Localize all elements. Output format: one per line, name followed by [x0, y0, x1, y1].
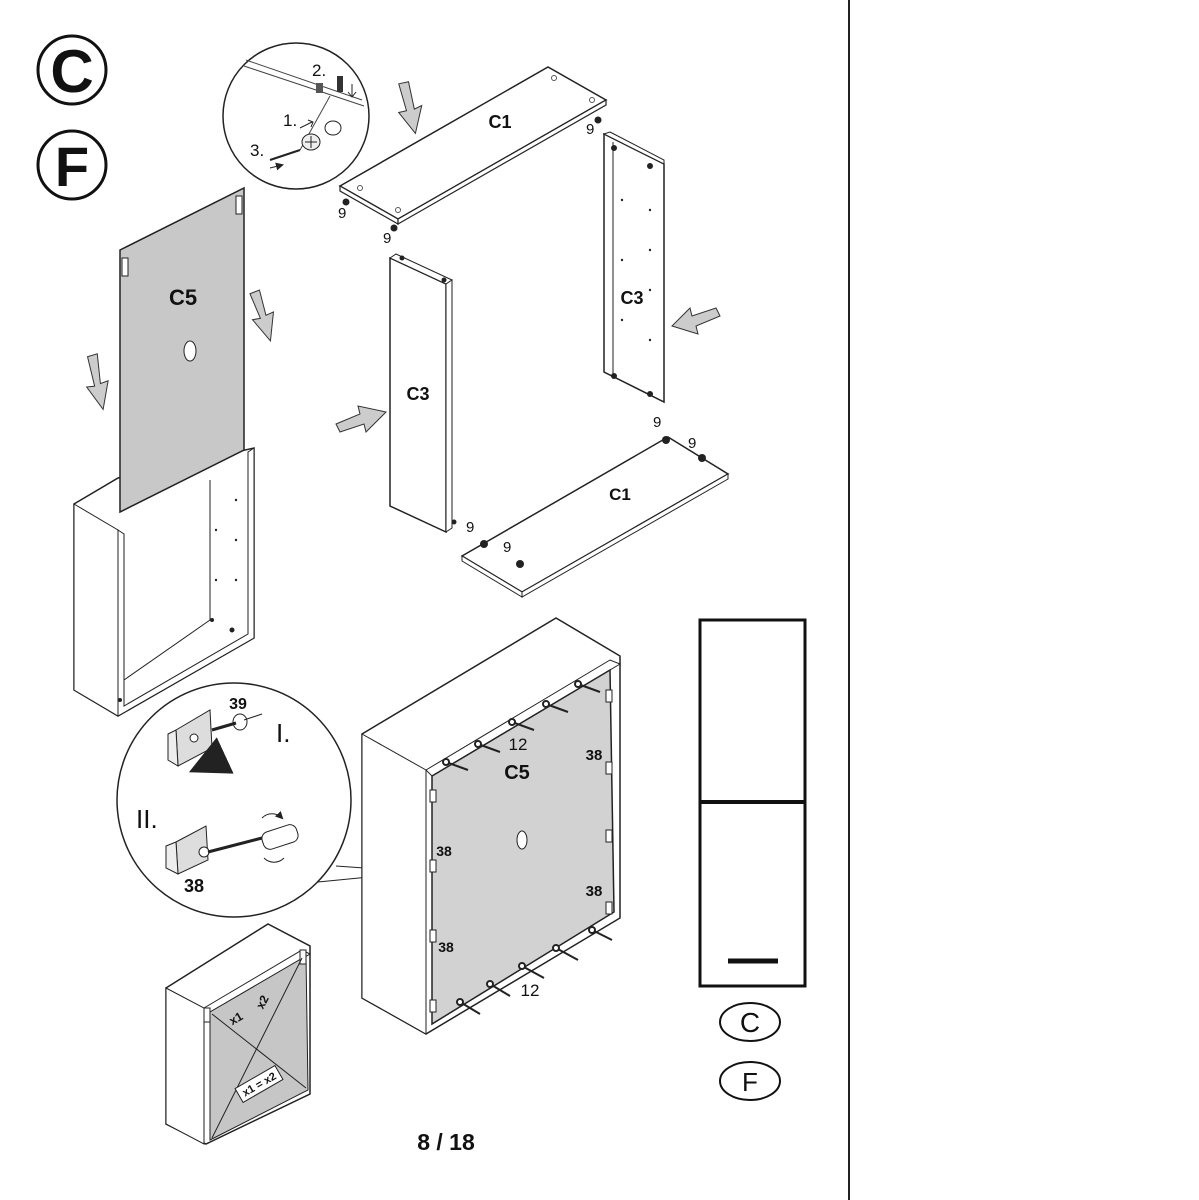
badge-c-label: C: [50, 38, 93, 105]
nails-bottom-row: [456, 926, 613, 1015]
screwdriver-icon: [207, 810, 299, 863]
fitting-9-a: 9: [338, 205, 346, 222]
screw-icon: [211, 713, 263, 732]
push-arrow-icon: [188, 737, 234, 774]
fitting-9-g: 9: [503, 539, 511, 556]
fitting-9-e: 9: [466, 519, 474, 536]
arrow-down-top-panel: [397, 81, 423, 135]
screw-39-label: 39: [229, 696, 247, 713]
back-panel-c5-lifted: C5: [119, 186, 245, 514]
back-panel-lifted-label: C5: [169, 285, 197, 310]
right-side-label: C3: [620, 288, 643, 308]
arrow-down-left: [85, 353, 109, 411]
arrow-left-right-side: [671, 307, 721, 335]
top-panel-c1: C1: [338, 66, 608, 226]
nail-12-label-bottom: 12: [521, 981, 540, 1000]
left-side-c3: C3: [388, 253, 457, 534]
bracket-38-label-detail: 38: [184, 876, 204, 896]
page-number: 8 / 18: [417, 1129, 475, 1155]
diagonal-check-cabinet: x1 x2 x1 = x2: [165, 923, 312, 1145]
badge-f-label: F: [55, 135, 89, 198]
badge-f-elevation-label: F: [742, 1067, 758, 1097]
bracket-icon-2: [165, 825, 210, 875]
cam-step-2: 2.: [312, 61, 326, 80]
fitting-9-f: 9: [688, 435, 696, 452]
badge-c-top: C: [36, 34, 108, 106]
bracket-38-d: 38: [438, 939, 454, 955]
bottom-panel-label: C1: [609, 485, 631, 504]
bracket-step-2: II.: [136, 804, 158, 834]
arrow-right-left-side: [335, 405, 388, 433]
diagonal-x1-label: x1: [227, 1009, 246, 1028]
bracket-step-1: I.: [276, 718, 290, 748]
cabinet-back-view: 12 C5 38 38 38 38 12: [361, 617, 622, 1035]
top-panel-label: C1: [488, 112, 511, 132]
left-side-label: C3: [406, 384, 429, 404]
bracket-38-a: 38: [586, 747, 603, 764]
detail-brackets: 39 I. II. 38: [116, 682, 421, 918]
fitting-9-b: 9: [383, 230, 391, 247]
bottom-panel-c1: C1 9 9: [460, 435, 730, 598]
badge-c-elevation-label: C: [740, 1007, 760, 1038]
cam-lock-icon: [269, 120, 342, 161]
fitting-9-c: 9: [586, 121, 594, 138]
cam-step-3: 3.: [250, 141, 264, 160]
fitting-9-d: 9: [653, 414, 661, 431]
nail-12-label-top: 12: [509, 735, 528, 754]
cabinet-elevation: [698, 618, 807, 988]
bracket-38-c: 38: [586, 883, 603, 900]
detail-cam-fitting: 2. 1. 3.: [222, 42, 370, 190]
back-panel-fitted-label: C5: [504, 762, 530, 784]
nails-top-row: [442, 680, 601, 771]
fittings-top-panel: 9 9 9: [338, 116, 602, 247]
badge-f-top: F: [36, 129, 108, 201]
bracket-38-b: 38: [436, 843, 452, 859]
carcass-upper-left: [73, 447, 255, 717]
cam-step-1: 1.: [283, 111, 297, 130]
right-side-c3: C3: [602, 131, 665, 404]
badge-c-elevation: C: [719, 1002, 781, 1042]
diagonal-x2-label: x2: [253, 993, 272, 1012]
dowel-icon: [316, 76, 343, 93]
badge-f-elevation: F: [719, 1061, 781, 1101]
arrow-down-right: [249, 289, 275, 343]
